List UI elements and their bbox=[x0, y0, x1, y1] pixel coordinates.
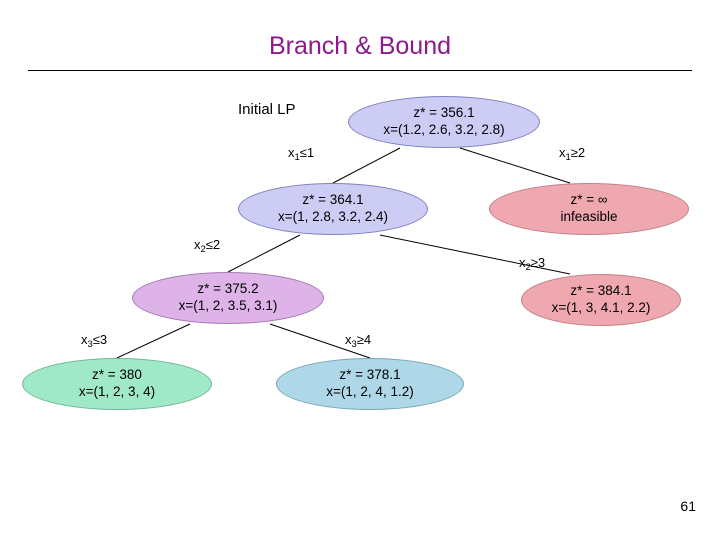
tree-edge-left1-to-left2 bbox=[227, 234, 301, 273]
tree-edge-left1-to-right2 bbox=[379, 234, 571, 275]
branch-var-index: 1 bbox=[294, 152, 300, 163]
page-number: 61 bbox=[680, 498, 696, 514]
branch-var-index: 1 bbox=[565, 152, 571, 163]
branch-var: x bbox=[345, 332, 352, 347]
tree-edge-left2-to-leafright bbox=[269, 323, 371, 359]
branch-var-index: 3 bbox=[351, 339, 357, 350]
branch-relation: ≤3 bbox=[92, 332, 108, 347]
node-line: x=(1, 2, 4, 1.2) bbox=[326, 384, 414, 399]
node-line: z* = 375.2 bbox=[197, 281, 259, 297]
node-line: z* = 380 bbox=[92, 367, 142, 383]
branch-var: x bbox=[81, 332, 88, 347]
node-line: x=(1.2, 2.6, 3.2, 2.8) bbox=[383, 122, 505, 137]
node-line: z* = ∞ bbox=[570, 192, 608, 208]
initial-lp-label: Initial LP bbox=[238, 101, 296, 118]
node-line: x=(1, 2, 3.5, 3.1) bbox=[178, 298, 278, 313]
branch-label-x2-ge-3: x2≥3 bbox=[519, 255, 546, 273]
branch-var: x bbox=[559, 145, 566, 160]
node-line: z* = 384.1 bbox=[570, 283, 632, 299]
node-line: x=(1, 2.8, 3.2, 2.4) bbox=[278, 209, 388, 224]
node-line: z* = 378.1 bbox=[339, 367, 401, 383]
branch-relation: ≤2 bbox=[205, 237, 221, 252]
branch-label-x2-le-2: x2≤2 bbox=[194, 237, 221, 255]
branch-var: x bbox=[519, 255, 526, 270]
node-line: z* = 356.1 bbox=[413, 105, 475, 121]
branch-var: x bbox=[288, 145, 295, 160]
branch-var-index: 3 bbox=[87, 339, 93, 350]
node-line: z* = 364.1 bbox=[302, 192, 364, 208]
branch-relation: ≤1 bbox=[299, 145, 315, 160]
title-divider bbox=[28, 70, 692, 71]
branch-label-x3-le-3: x3≤3 bbox=[81, 332, 108, 350]
node-line: x=(1, 2, 3, 4) bbox=[78, 384, 156, 399]
branch-var: x bbox=[194, 237, 201, 252]
page-title: Branch & Bound bbox=[268, 32, 452, 60]
tree-node-right1: z* = ∞infeasible bbox=[489, 183, 689, 235]
branch-var-index: 2 bbox=[200, 244, 206, 255]
tree-edge-root-to-left1 bbox=[332, 147, 401, 184]
node-line: infeasible bbox=[560, 209, 618, 224]
branch-label-x3-ge-4: x3≥4 bbox=[345, 332, 372, 350]
branch-label-x1-le-1: x1≤1 bbox=[288, 145, 315, 163]
branch-var-index: 2 bbox=[525, 262, 531, 273]
branch-label-x1-ge-2: x1≥2 bbox=[559, 145, 586, 163]
branch-relation: ≥4 bbox=[356, 332, 372, 347]
node-line: x=(1, 3, 4.1, 2.2) bbox=[551, 300, 651, 315]
tree-edge-left2-to-leafleft bbox=[116, 323, 191, 359]
branch-relation: ≥3 bbox=[530, 255, 546, 270]
tree-edge-root-to-right1 bbox=[459, 147, 571, 184]
branch-relation: ≥2 bbox=[570, 145, 586, 160]
